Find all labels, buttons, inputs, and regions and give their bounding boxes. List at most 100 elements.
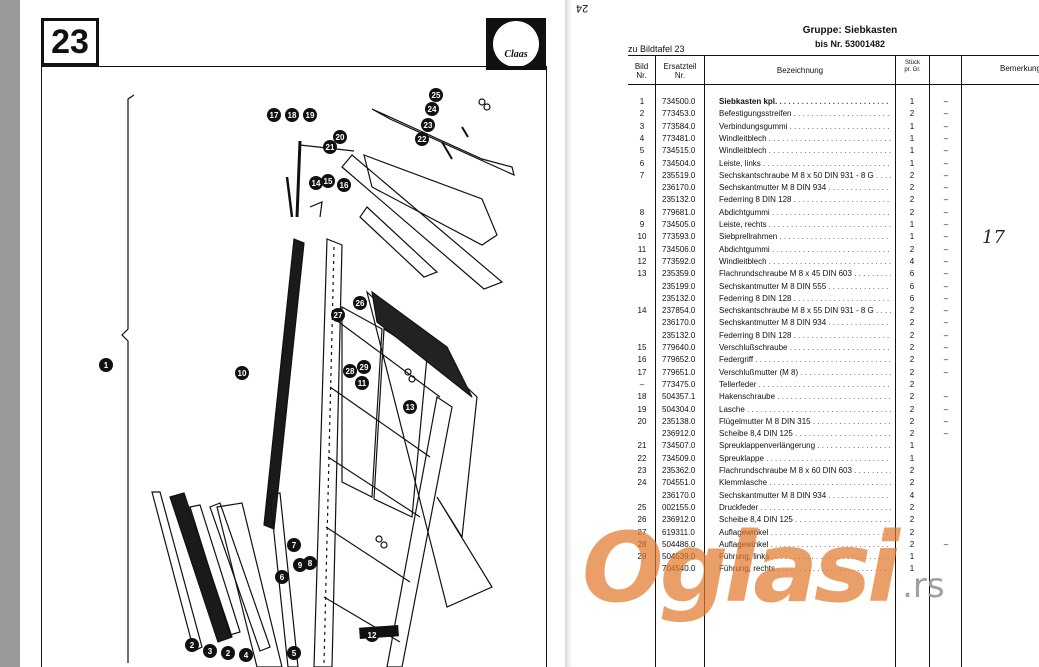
cell-description: Scheibe 8,4 DIN 125 [719,428,891,440]
cell-description: Flachrundschraube M 8 x 60 DIN 603 [719,465,891,477]
cell-remark: – [943,293,949,303]
cell-bild: 28 [637,539,647,549]
callout-label: 10 [238,369,247,378]
callout-label: 11 [358,379,367,388]
cell-description: Sechskantschraube M 8 x 55 DIN 931 - 8 G [719,305,891,317]
cell-bild: 15 [637,343,647,352]
cell-quantity: 2 [909,330,915,340]
cell-description: Sechskantmutter M 8 DIN 555 [719,281,891,293]
group-title: Gruppe: Siebkasten [802,25,898,36]
page-number: 24 [576,2,589,14]
callout-label: 20 [336,133,345,142]
cell-quantity: 2 [909,343,915,352]
callout-9: 9 [293,558,307,572]
callout-label: 6 [280,573,285,582]
cell-part-number: 734509.0 [662,453,696,463]
cell-part-number: 235199.0 [662,281,696,291]
cell-remark: – [943,133,949,143]
cell-quantity: 2 [909,379,915,389]
cell-bild: 20 [637,416,647,426]
cell-remark: – [943,207,949,217]
cell-part-number: 235359.0 [662,269,696,279]
cell-quantity: 1 [909,564,915,574]
cell-bild: 13 [637,269,647,279]
cell-part-number: 237854.0 [662,306,696,316]
cell-description: Siebprellrahmen [719,231,891,243]
callout-label: 5 [292,649,297,658]
table-header-rule [628,84,1039,85]
cell-bild: 2 [639,109,645,119]
callout-23: 23 [421,118,435,132]
cell-bild: 9 [639,220,645,229]
cell-part-number: 779651.0 [662,367,696,377]
cell-bild: 14 [637,306,647,316]
cell-quantity: 6 [909,293,915,303]
header-ersatzteil: Ersatzteil Nr. [663,62,697,80]
cell-part-number: 236170.0 [662,183,696,193]
cell-quantity: 1 [909,220,915,229]
callout-28: 28 [343,364,357,378]
cell-part-number: 779681.0 [662,207,696,217]
cell-description: Spreuklappe [719,453,891,465]
group-subtitle: bis Nr. 53001482 [814,39,886,49]
col-rule-4 [929,55,930,667]
col-rule-5 [961,55,962,667]
cell-quantity: 2 [909,515,915,525]
cell-part-number: 235132.0 [662,195,696,205]
cell-bild: 3 [639,121,645,131]
cell-bild: 22 [637,453,647,463]
cell-bild: 18 [637,392,647,402]
cell-bild: 1 [639,97,645,106]
cell-quantity: 1 [909,133,915,143]
cell-remark: – [943,330,949,340]
cell-description: Verschlußschraube [719,342,891,354]
cell-remark: – [943,220,949,229]
cell-description: Windleitblech [719,256,891,268]
strip-2 [151,491,203,652]
cell-remark: – [943,281,949,291]
callout-label: 25 [432,91,441,100]
callout-12: 12 [365,628,379,642]
cell-remark: – [943,416,949,426]
cell-part-number: 779640.0 [662,343,696,352]
cell-quantity: 6 [909,281,915,291]
cell-quantity: 6 [909,269,915,279]
cell-bild: 24 [637,478,647,488]
cell-remark: – [943,429,949,439]
cell-quantity: 2 [909,306,915,316]
cell-description: Federgriff [719,354,891,366]
cell-quantity: 2 [909,244,915,254]
cell-description: Befestigungsstreifen [719,108,891,120]
cell-part-number: 236170.0 [662,490,696,500]
cell-quantity: 1 [909,97,915,106]
cell-part-number: 773475.0 [662,379,696,389]
callout-label: 15 [324,177,333,186]
callout-label: 24 [428,105,437,114]
cell-quantity: 2 [909,367,915,377]
col-rule-3 [895,55,896,667]
cell-description: Federring 8 DIN 128 [719,194,891,206]
callout-7: 7 [287,538,301,552]
callout-label: 14 [312,179,321,188]
cell-part-number: 734506.0 [662,244,696,254]
callout-22: 22 [415,132,429,146]
cell-description: Sechskantschraube M 8 x 50 DIN 931 - 8 G [719,170,891,182]
cell-description: Flachrundschraube M 8 x 45 DIN 603 [719,268,891,280]
cell-remark: – [943,158,949,168]
callout-11: 11 [355,376,369,390]
callout-label: 18 [288,111,297,120]
